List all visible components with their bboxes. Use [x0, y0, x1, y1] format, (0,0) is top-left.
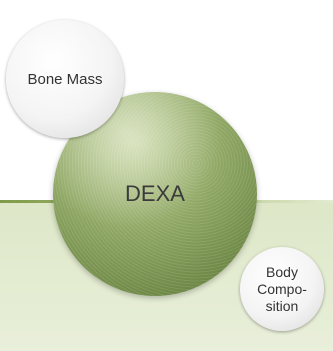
- bone-mass-label: Bone Mass: [27, 71, 102, 88]
- bone-mass-bubble: Bone Mass: [6, 20, 124, 138]
- body-composition-label-line1: Body: [266, 264, 298, 281]
- body-composition-label-line3: sition: [266, 298, 299, 315]
- body-composition-bubble: Body Compo- sition: [240, 247, 324, 331]
- body-composition-label-line2: Compo-: [257, 281, 307, 298]
